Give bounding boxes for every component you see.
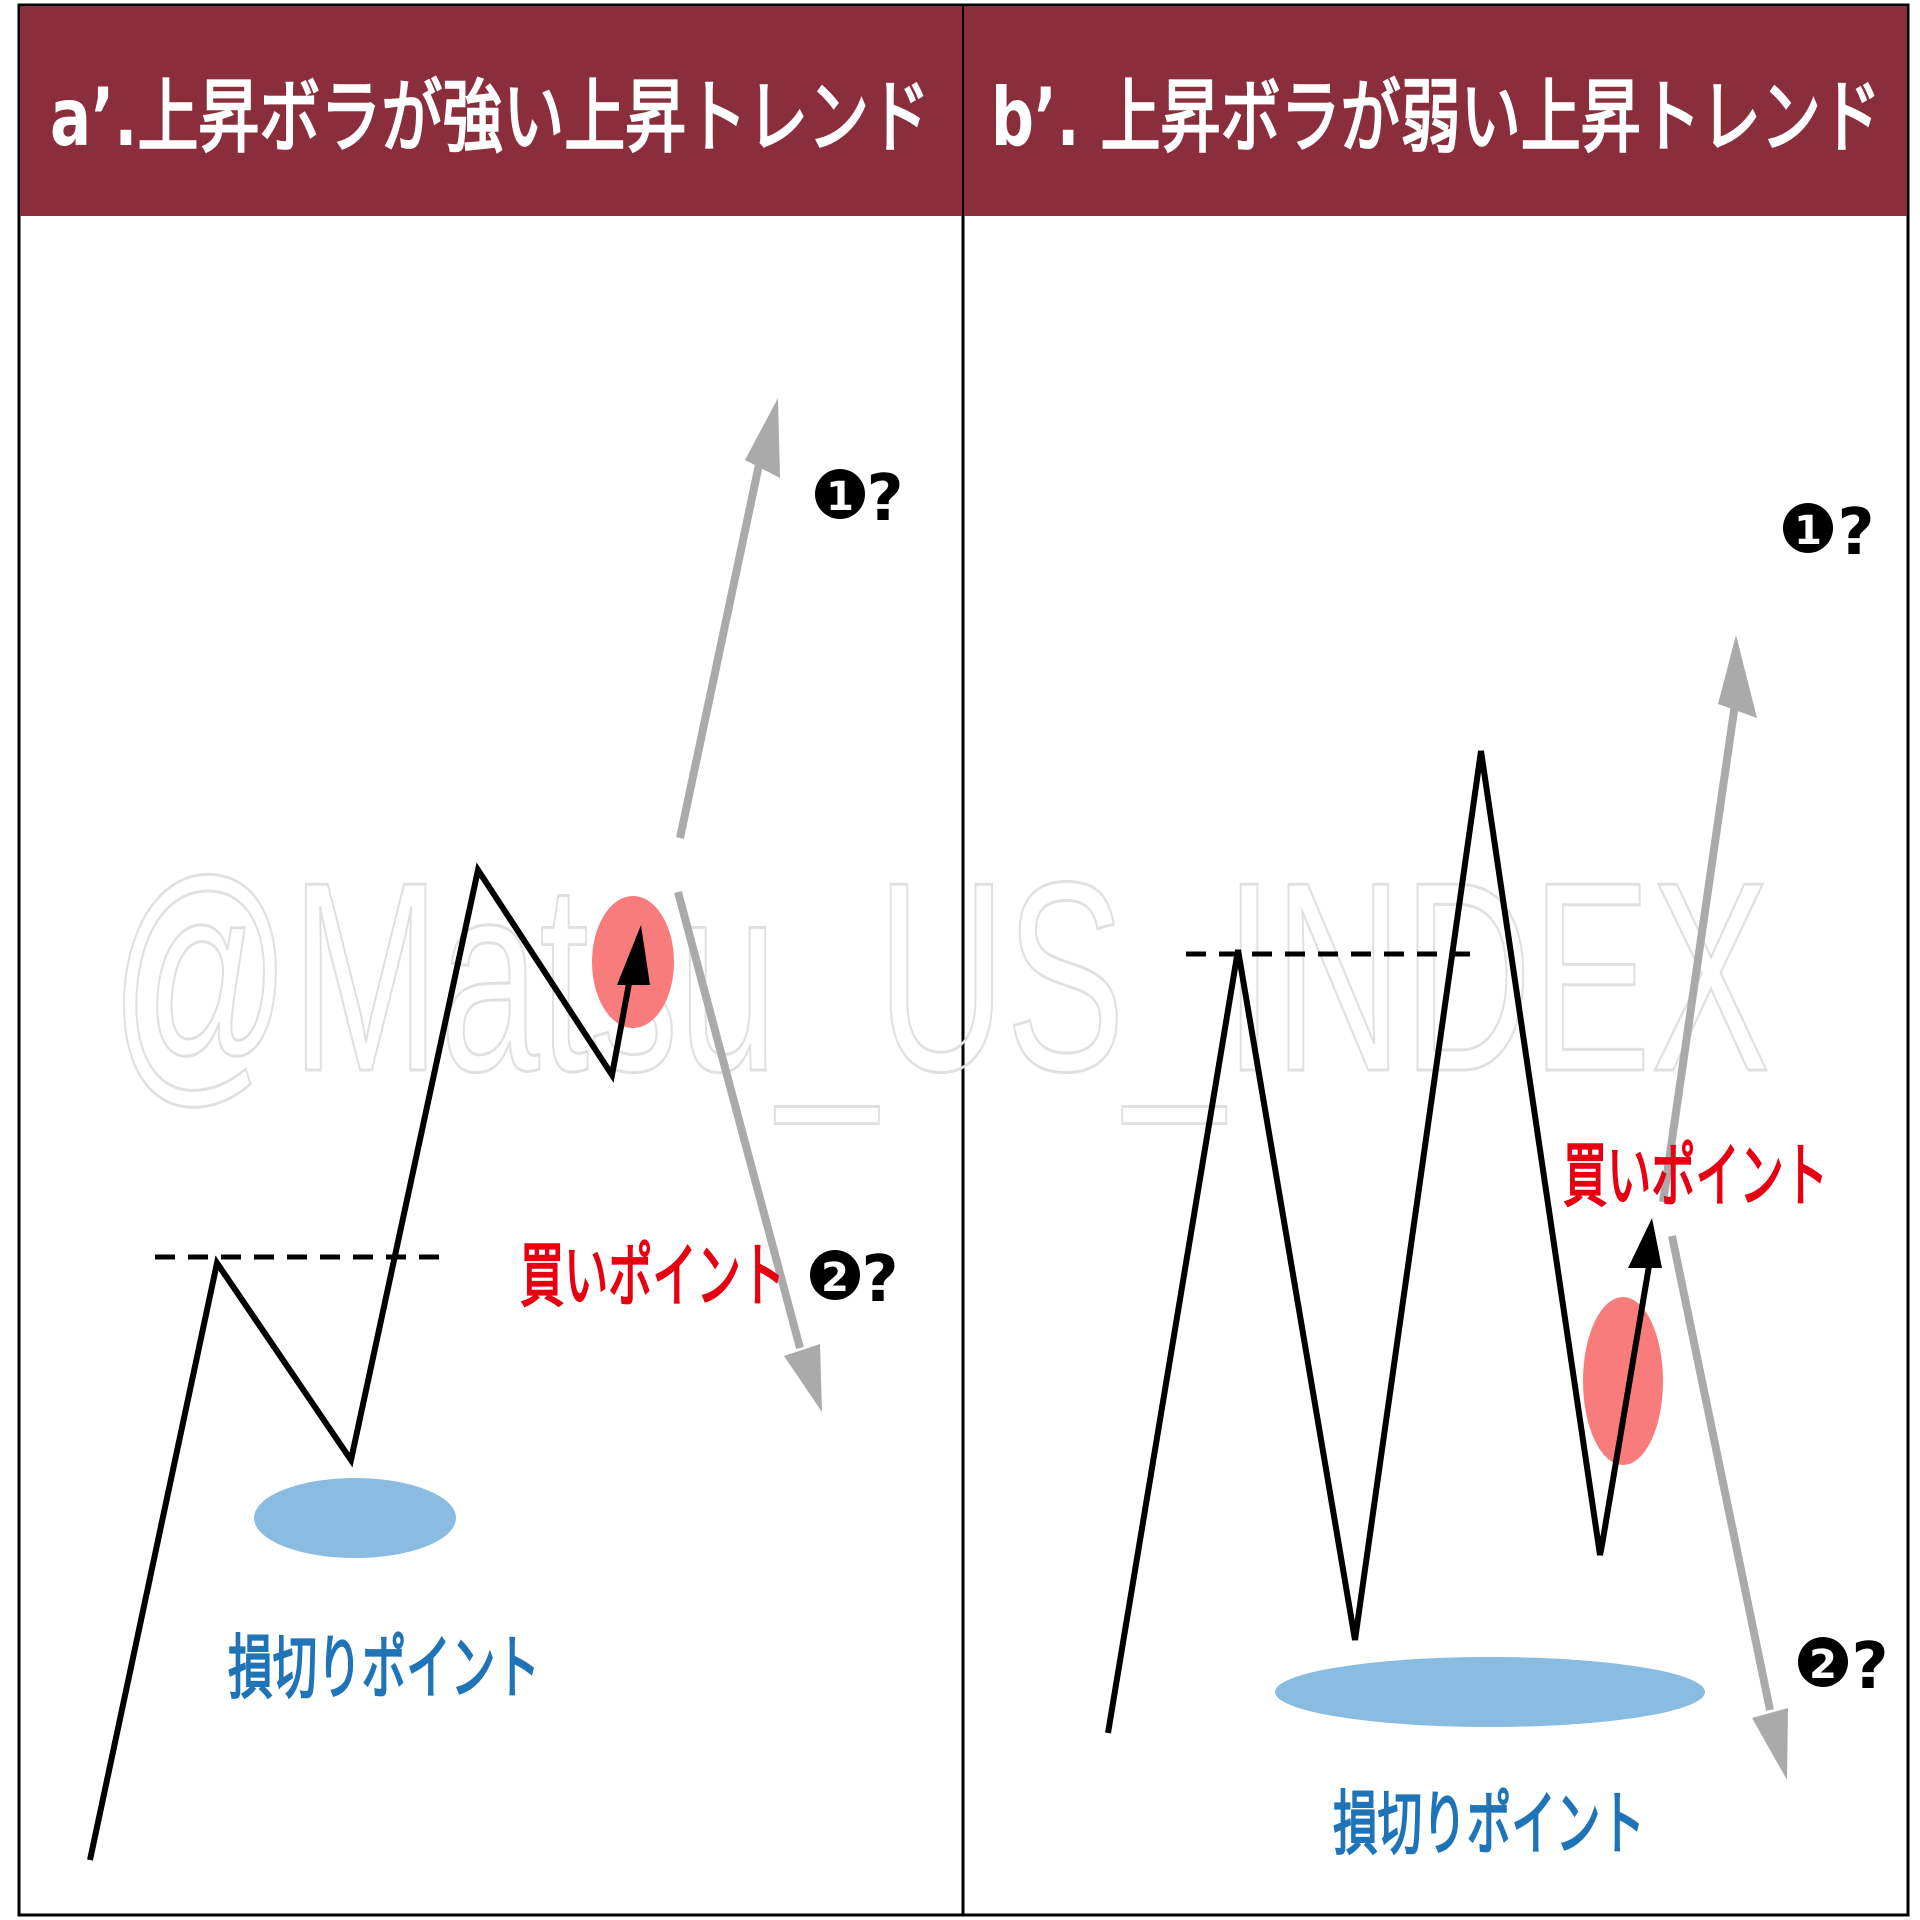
panel-a-scenario-1-arrow — [676, 459, 764, 839]
panel-a-price-line — [87, 862, 636, 1861]
panel-a-buy-label: 買いポイント — [520, 1235, 785, 1317]
panel-a-stop-marker — [254, 1478, 456, 1558]
panel-a-scenario-2-arrow — [674, 890, 804, 1350]
panel-b-buy-label: 買いポイント — [1563, 1135, 1828, 1217]
panel-b-scenario-1-arrow — [1659, 703, 1739, 1203]
panel-b-scenario-1-badge — [1783, 503, 1833, 553]
panel-a-scenario-2-number: 2 — [821, 1255, 849, 1301]
panel-b-price-line — [1105, 750, 1653, 1734]
panel-a-frame — [17, 3, 965, 1917]
panel-b-scenario-2-badge — [1798, 1637, 1848, 1687]
panel-a-scenario-1-arrowhead — [745, 398, 780, 478]
panel-b-scenario-1-arrowhead — [1718, 635, 1757, 718]
panel-b-buy-marker — [1583, 1297, 1663, 1465]
panel-b-scenario-2-mark: ? — [1851, 1630, 1888, 1704]
panel-b-scenario-2-arrowhead — [1752, 1708, 1788, 1780]
panel-b-title: b’. 上昇ボラが弱い上昇トレンド — [991, 71, 1881, 164]
panel-a-scenario-2-badge — [810, 1250, 860, 1300]
panel-b-scenario-2-arrow — [1668, 1235, 1774, 1711]
panel-a-buy-arrowhead — [617, 925, 650, 985]
watermark: @Matsu_US_INDEX — [110, 827, 1770, 1128]
panel-a-stop-label: 損切りポイント — [228, 1627, 540, 1709]
panel-a-header — [20, 6, 962, 216]
panel-a-scenario-2-arrowhead — [784, 1344, 822, 1412]
panel-b-buy-arrowhead — [1628, 1218, 1662, 1268]
panel-b-stop-marker — [1275, 1657, 1705, 1727]
panel-b-header — [964, 6, 1907, 216]
panel-b-scenario-1-mark: ? — [1837, 496, 1874, 570]
panel-a-title: a’.上昇ボラが強い上昇トレンド — [50, 71, 930, 164]
panel-a-scenario-1-mark: ? — [866, 462, 903, 536]
panel-a-scenario-1-badge — [815, 469, 865, 519]
panel-b-scenario-1-number: 1 — [1794, 508, 1822, 554]
panel-b-stop-label: 損切りポイント — [1333, 1783, 1645, 1865]
panel-a-scenario-2-mark: ? — [861, 1243, 898, 1317]
panel-a-scenario-1-number: 1 — [826, 474, 854, 520]
panel-b-scenario-2-number: 2 — [1809, 1642, 1837, 1688]
